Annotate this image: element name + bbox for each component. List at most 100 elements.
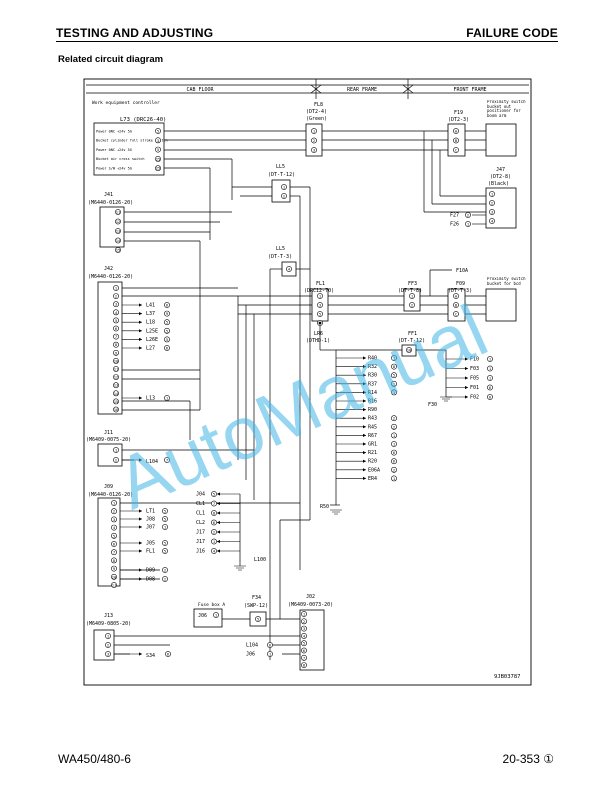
wire-ref-pin: 7	[213, 501, 215, 506]
wire-ref-label: J07	[146, 525, 155, 531]
pin-number: 12	[114, 375, 119, 380]
wire-ref-label: L18	[146, 320, 155, 326]
wire-ref-pin: 1	[393, 476, 396, 481]
fuse-label: Fuse box A	[198, 602, 225, 608]
controller-pin: 25	[156, 166, 161, 171]
pin-number: 2	[113, 509, 115, 514]
j11-name: J11	[104, 430, 113, 436]
ll5a-sub: (DT-T-12)	[268, 172, 295, 178]
pin-number: 5	[257, 617, 259, 622]
topic-heading: FAILURE CODE	[466, 26, 558, 40]
wire-ref-pin: 8	[393, 364, 396, 369]
wire-ref-pin: 1	[489, 376, 492, 381]
j41-name: J41	[104, 192, 113, 198]
pin-number: 1	[115, 448, 118, 453]
j47-name: J47	[496, 167, 505, 173]
wire-ref-pin: 6	[166, 303, 169, 308]
wire-ref-label: R40	[368, 356, 377, 362]
wire-ref-label: F02	[470, 395, 479, 401]
wire-ref-label: L25E	[146, 328, 158, 334]
wire-ref-label: CL1	[196, 501, 205, 507]
pin-number: A	[455, 294, 458, 299]
pin-number: 3	[303, 626, 305, 631]
wire-ref-label: F03	[470, 366, 479, 372]
pin-number: 5	[113, 533, 115, 538]
wire-ref-label: L104	[246, 643, 258, 649]
pin-number: 5	[115, 318, 117, 323]
connector-j11: J11 (M6409-0075-20) 12 L104 7	[86, 430, 170, 467]
wire-ref-pin: 5	[166, 337, 168, 342]
controller-signal: Power 0NC +24v 5G	[96, 148, 132, 152]
pin-number: 13	[114, 383, 119, 388]
controller-signal: Power 0NC +24v 5G	[96, 129, 132, 133]
wire-ref-pin: 2	[393, 467, 395, 472]
wire-ref-label: J06	[246, 652, 255, 658]
pin-number: 14	[114, 391, 119, 396]
connector-ll5-b: LL5 (DT-T-3) 4	[268, 246, 297, 277]
proximity-switch-2: Proximity switch bucket for bcd	[485, 277, 526, 322]
pin-number: 3	[491, 210, 493, 215]
connector-fl1: FL1 (DRC12-70) 1352	[304, 281, 334, 326]
connector-ll5-a: LL5 (DT-T-12) 12	[268, 164, 295, 203]
frame-band	[86, 79, 529, 99]
pin-number: 3	[115, 302, 117, 307]
pin-number: 3	[113, 517, 115, 522]
pin-number: 1	[303, 612, 306, 617]
pin-number: 6	[303, 648, 306, 653]
j11-sub: (M6409-0075-20)	[86, 437, 131, 443]
pin-number: 15	[116, 248, 121, 253]
wire-ref-label: F27	[450, 213, 459, 219]
wire-ref-pin: 2	[393, 416, 395, 421]
wire-ref-pin: 5	[164, 509, 166, 514]
j09-name: J09	[104, 484, 113, 490]
wire-ref-label: CL1	[196, 511, 205, 517]
wire-ref-pin: 6	[213, 520, 216, 525]
wire-ref-label: F05	[470, 376, 479, 382]
connector-f09: F09 (DT-T-3) ABC	[447, 281, 472, 322]
pin-number: 4	[113, 525, 116, 530]
wire-ref-pin: 1	[164, 525, 167, 530]
wire-ref-label: L41	[146, 303, 155, 309]
frame-label-front: FRONT FRAME	[453, 87, 486, 93]
wire-ref-pin: 5	[164, 541, 166, 546]
pin-number: 10	[407, 348, 412, 353]
r50-label: R50	[320, 504, 329, 510]
pin-number: 4	[115, 310, 118, 315]
wire-ref-label: R45	[368, 424, 377, 430]
wire-ref-label: R16	[368, 399, 377, 405]
wire-ref-label: R37	[368, 381, 377, 387]
wire-ref-label: L26E	[146, 337, 158, 343]
j41-sub: (M6440-0126-20)	[88, 200, 133, 206]
wire-ref-pin: 2	[164, 568, 166, 573]
pin-number: 7	[303, 655, 305, 660]
pin-number: 4	[303, 633, 306, 638]
f19-name: F19	[454, 110, 463, 116]
wire-ref-label: R21	[368, 450, 377, 456]
pin-number: 8	[113, 558, 116, 563]
wire-ref-pin: 2	[213, 530, 215, 535]
wire-ref-label: J17	[196, 530, 205, 536]
pin-number: 2	[411, 303, 413, 308]
wire-ref-pin: 1	[393, 356, 396, 361]
pin-number: 1	[215, 613, 218, 618]
lr6-sub: (DTHD-1)	[306, 338, 330, 344]
wire-ref-pin: 6	[393, 450, 396, 455]
pin-number: 10	[114, 358, 119, 363]
wire-ref-label: E06A	[368, 467, 380, 473]
watermark: AutoManual	[104, 288, 499, 524]
prox2-label: Proximity switch bucket for bcd	[487, 277, 526, 286]
wire-ref-pin: 2	[164, 577, 166, 582]
f09-name: F09	[456, 281, 465, 287]
wire-ref-label: R30	[368, 373, 377, 379]
pin-number: 3	[319, 303, 321, 308]
pin-number: 11	[112, 583, 117, 588]
wire-ref-pin: 1	[393, 390, 396, 395]
wire-ref-pin: 1	[393, 442, 396, 447]
pin-number: 2	[303, 619, 305, 624]
j13-name: J13	[104, 613, 113, 619]
pin-number: 1	[491, 192, 494, 197]
pin-number: 1	[113, 501, 116, 506]
j47-sub: (DT2-8)	[490, 174, 511, 180]
